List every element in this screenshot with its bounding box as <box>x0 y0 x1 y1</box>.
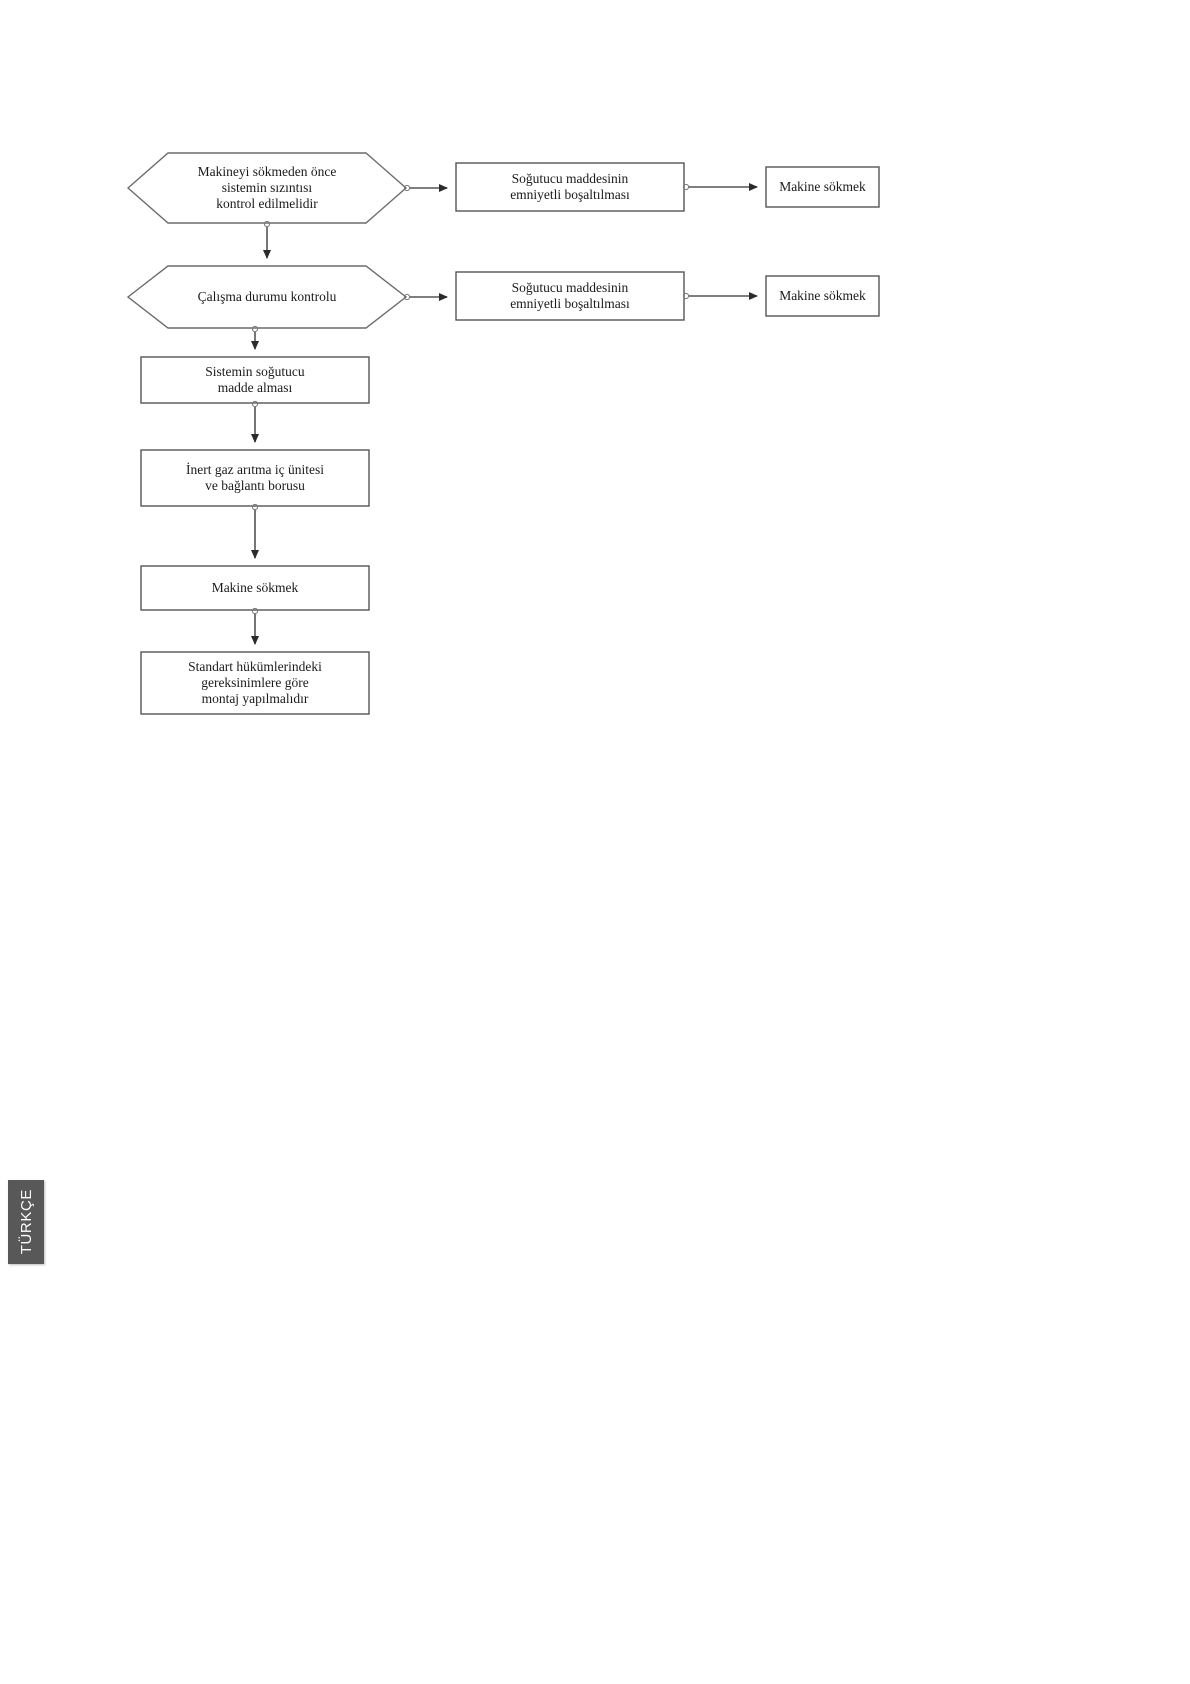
language-tab-turkce[interactable]: TÜRKÇE <box>8 1180 44 1264</box>
node-shape-p4 <box>140 651 370 715</box>
node-shape-p2 <box>140 449 370 507</box>
node-shape-p1 <box>140 356 370 404</box>
node-shape-p3 <box>140 565 370 611</box>
node-shape-r1b <box>765 166 880 208</box>
node-shape-dec2 <box>126 265 408 329</box>
node-shape-r2b <box>765 275 880 317</box>
node-shape-r1a <box>455 162 685 212</box>
flowchart: Makineyi sökmeden önce sistemin sızıntıs… <box>0 0 1190 820</box>
node-shape-r2a <box>455 271 685 321</box>
node-shape-dec1 <box>126 152 408 224</box>
flowchart-svg <box>126 152 880 715</box>
language-tab-label: TÜRKÇE <box>17 1189 35 1255</box>
